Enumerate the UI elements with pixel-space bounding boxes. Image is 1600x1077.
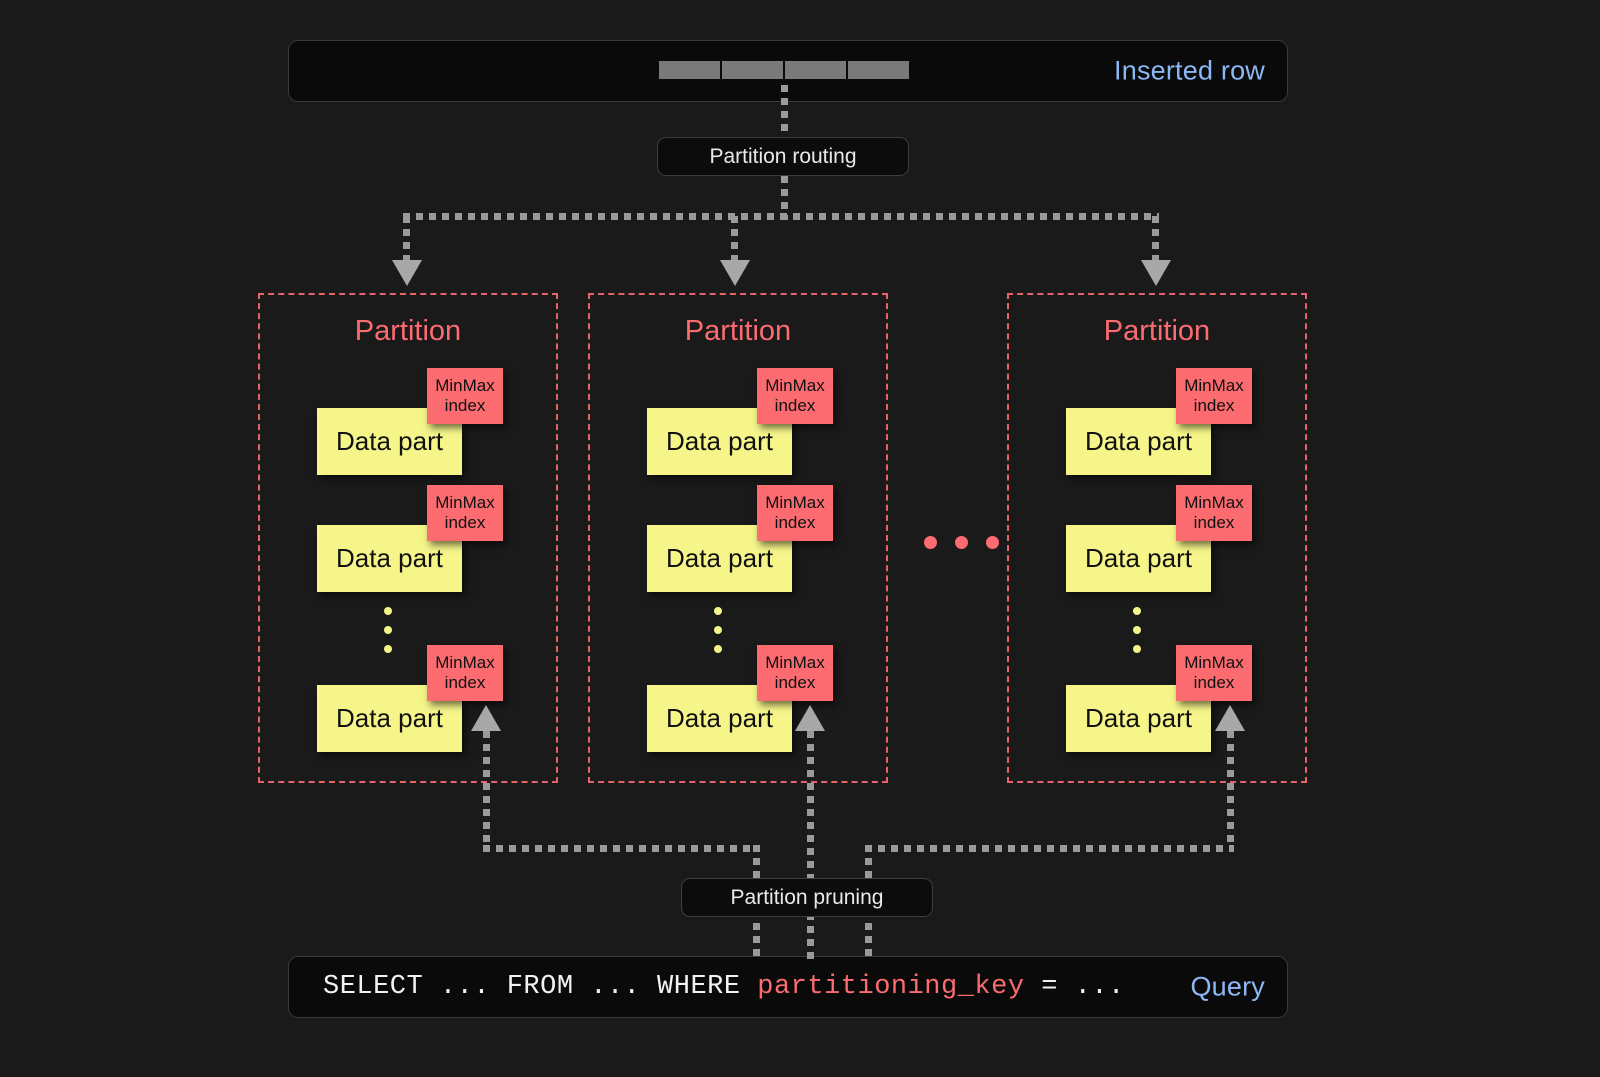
query-suffix: = ...	[1024, 972, 1125, 1002]
inserted-row-cells	[659, 61, 909, 79]
arrow-up-partition-1	[471, 705, 501, 731]
data-part-label: Data part	[1085, 543, 1192, 573]
connector-to-partition-3	[1152, 216, 1159, 264]
data-part-label: Data part	[1085, 703, 1192, 733]
connector-routing-down	[781, 176, 788, 220]
inserted-row-bar: Inserted row	[288, 40, 1288, 102]
connector-pruning-leg-2	[807, 731, 814, 960]
arrow-up-partition-3	[1215, 705, 1245, 731]
row-cell	[722, 61, 783, 79]
data-part-label: Data part	[666, 426, 773, 456]
data-part-label: Data part	[666, 543, 773, 573]
partition-1-vertical-ellipsis	[384, 607, 392, 664]
connector-pruning-bus-left	[483, 845, 760, 852]
partition-2-data-part-1[interactable]: Data part	[647, 408, 792, 475]
query-statement: SELECT ... FROM ... WHERE partitioning_k…	[323, 972, 1125, 1002]
query-partitioning-key: partitioning_key	[757, 972, 1025, 1002]
partition-2-title: Partition	[684, 315, 792, 347]
partition-routing-label: Partition routing	[709, 144, 857, 168]
row-cell	[848, 61, 909, 79]
partition-1-title: Partition	[354, 315, 462, 347]
partitions-ellipsis	[924, 536, 999, 549]
arrow-down-partition-1	[392, 260, 422, 286]
query-label: Query	[1190, 971, 1265, 1002]
partition-3-title: Partition	[1103, 315, 1211, 347]
arrow-up-partition-2	[795, 705, 825, 731]
connector-to-partition-1	[403, 216, 410, 264]
arrow-down-partition-3	[1141, 260, 1171, 286]
connector-pruning-leg-3	[1227, 731, 1234, 848]
connector-routing-bus	[403, 213, 1159, 220]
partition-3-vertical-ellipsis	[1133, 607, 1141, 664]
partition-pruning-box[interactable]: Partition pruning	[681, 878, 933, 917]
arrow-down-partition-2	[720, 260, 750, 286]
partition-2-vertical-ellipsis	[714, 607, 722, 664]
partition-routing-box[interactable]: Partition routing	[657, 137, 909, 176]
connector-to-partition-2	[731, 216, 738, 264]
query-bar: SELECT ... FROM ... WHERE partitioning_k…	[288, 956, 1288, 1018]
data-part-label: Data part	[336, 543, 443, 573]
inserted-row-label: Inserted row	[1114, 55, 1265, 86]
row-cell	[659, 61, 720, 79]
partition-pruning-label: Partition pruning	[730, 885, 884, 909]
data-part-label: Data part	[666, 703, 773, 733]
partition-1-data-part-1[interactable]: Data part	[317, 408, 462, 475]
connector-pruning-leg-1	[483, 731, 490, 848]
data-part-label: Data part	[336, 426, 443, 456]
data-part-label: Data part	[1085, 426, 1192, 456]
row-cell	[785, 61, 846, 79]
query-prefix: SELECT ... FROM ... WHERE	[323, 972, 758, 1002]
connector-pruning-bus-right	[865, 845, 1234, 852]
data-part-label: Data part	[336, 703, 443, 733]
